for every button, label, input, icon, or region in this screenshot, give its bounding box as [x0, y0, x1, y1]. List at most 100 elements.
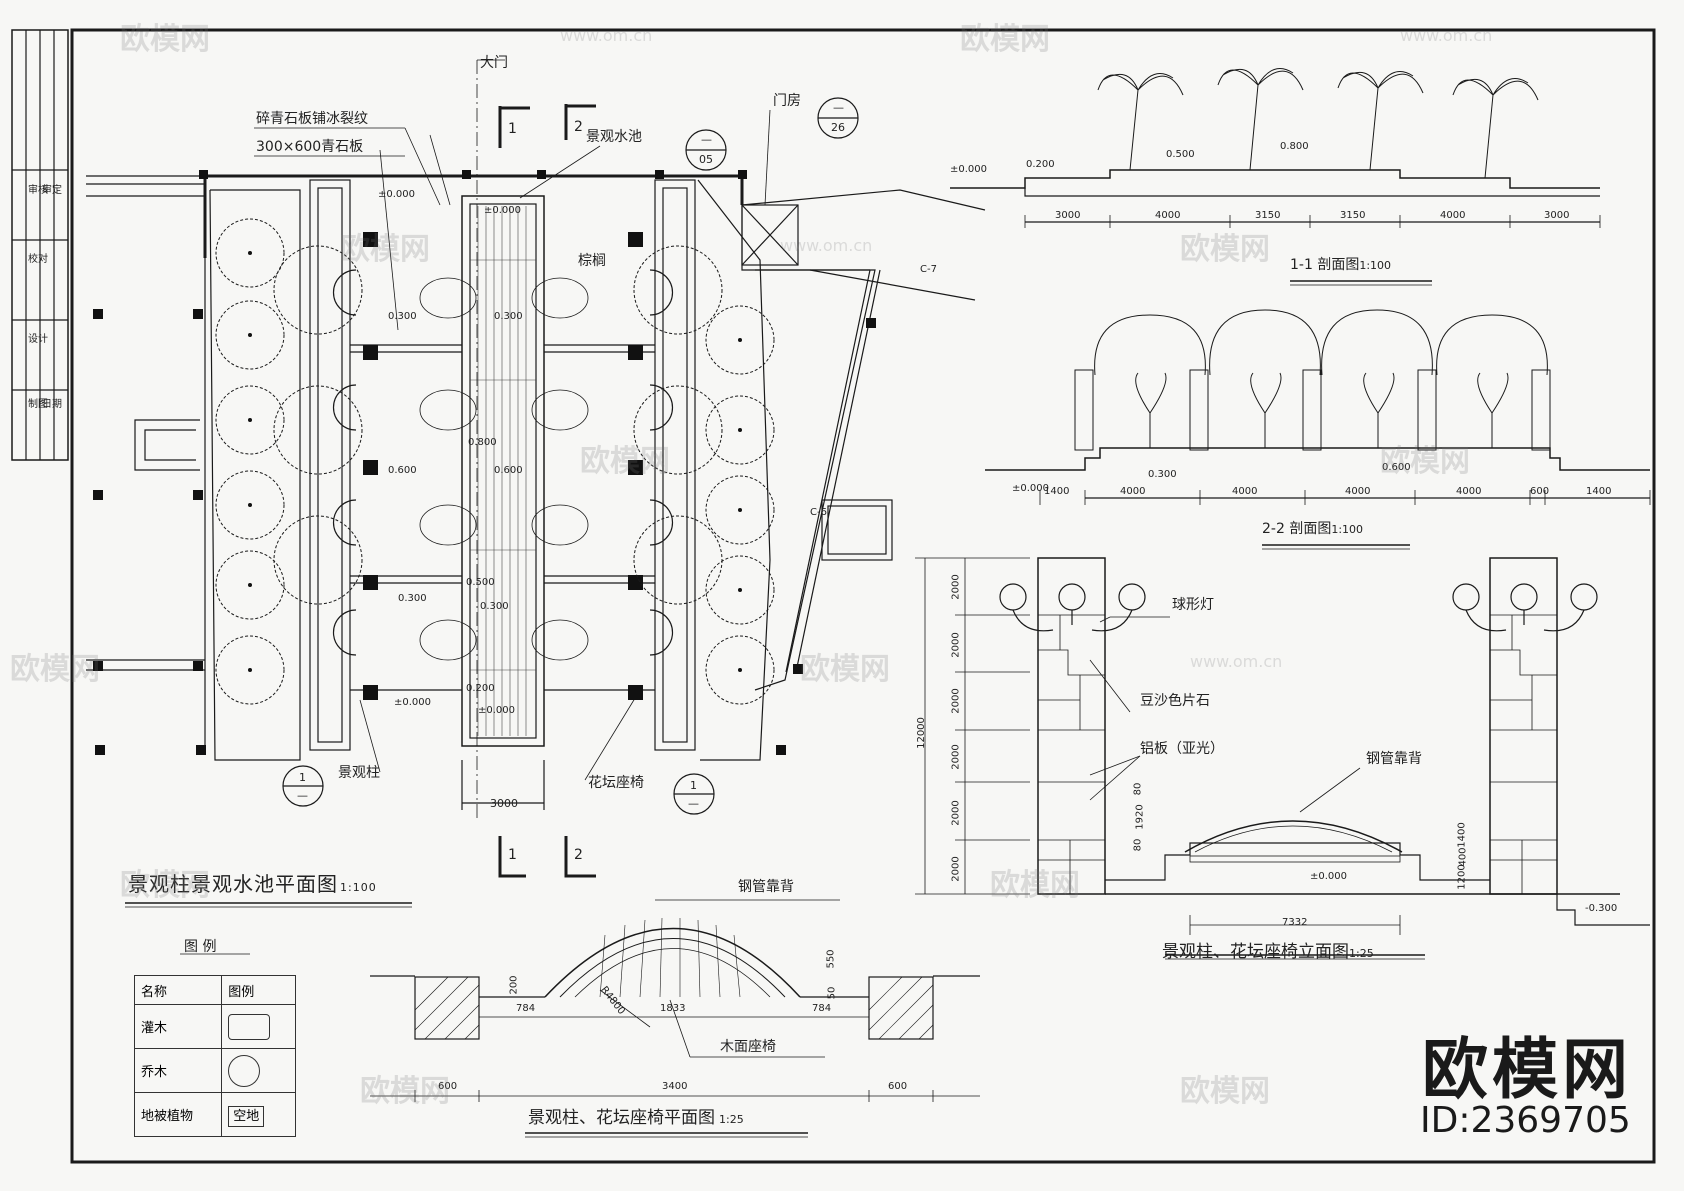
bench-plan-dim-total: 3400 [662, 1081, 688, 1092]
plan-c6-label: C-6 [810, 507, 827, 518]
plan-gatehouse-label: 门房 [773, 93, 801, 109]
plan-level: 0.300 [388, 311, 417, 322]
watermark-logo: 欧模网 [10, 652, 100, 687]
plan-level: 0.800 [468, 437, 497, 448]
right-column [1489, 557, 1558, 895]
plan-pool-label: 景观水池 [586, 129, 642, 145]
watermark-logo: 欧模网 [120, 22, 210, 57]
title-block-cell: 制图 [28, 399, 48, 410]
elevation-stone-label: 豆沙色片石 [1140, 693, 1210, 709]
bench-plan-dim-side: 600 [438, 1081, 458, 1092]
watermark-url: www.om.cn [780, 236, 873, 255]
watermark-logo: 欧模网 [1180, 1074, 1270, 1109]
legend-ground-cover: 空地 [221, 1092, 296, 1137]
elevation-dim-v: 2000 [950, 800, 962, 826]
callout-1-bottom: — [297, 789, 308, 802]
title-block-cell: 设计 [28, 334, 48, 345]
title-block-strip [11, 29, 69, 461]
watermark-logo: 欧模网 [120, 868, 210, 903]
section-2-2-dim: 600 [1530, 486, 1550, 497]
callout-1: 1 [690, 779, 697, 792]
plan-section-marker-1: 1 [508, 847, 517, 863]
section-2-2-dim: 1400 [1044, 486, 1070, 497]
section-2-2-dim: 4000 [1456, 486, 1482, 497]
section-2-2-level: ±0.000 [1012, 483, 1050, 494]
section-1-1-level: 0.500 [1166, 149, 1195, 160]
bench-plan-seat-label: 木面座椅 [720, 1039, 776, 1055]
callout-1-bottom: — [688, 797, 699, 810]
bench-plan-dim-h: 550 [825, 949, 837, 969]
brand-id: ID:2369705 [1420, 1100, 1631, 1141]
title-block-cell: 日期 [42, 399, 62, 410]
section-1-1 [950, 68, 1601, 286]
section-1-1-dim: 3000 [1544, 210, 1570, 221]
legend-row-name: 地被植物 [133, 1092, 223, 1137]
callout-top: — [833, 101, 844, 114]
section-1-1-level: 0.200 [1026, 159, 1055, 170]
section-1-1-dim: 4000 [1440, 210, 1466, 221]
pool-outline [461, 195, 545, 747]
section-2-2-dim: 4000 [1120, 486, 1146, 497]
elevation-lamp-label: 球形灯 [1172, 597, 1214, 613]
plan-level: 0.300 [480, 601, 509, 612]
section-1-1-level: ±0.000 [950, 164, 988, 175]
elevation-level-0: ±0.000 [1310, 871, 1348, 882]
bench-plan-dim: 1833 [660, 1003, 686, 1014]
legend-shrub-icon [221, 1004, 296, 1049]
legend-header-icon: 图例 [221, 975, 296, 1005]
plan-paving-label-2: 300×600青石板 [256, 139, 364, 155]
plan-pillar-label: 景观柱 [338, 765, 380, 781]
bench-plan-backrest-label: 钢管靠背 [738, 879, 794, 895]
plan-dim-width: 3000 [490, 797, 518, 810]
elevation-dim-width: 7332 [1282, 917, 1308, 928]
plan-level: 0.300 [398, 593, 427, 604]
brand-logo: 欧模网 [1422, 1031, 1632, 1108]
plan-level: ±0.000 [478, 705, 516, 716]
legend-header-name: 名称 [133, 975, 223, 1005]
plan-section-marker-2: 2 [574, 847, 583, 863]
watermark-url: www.om.cn [1400, 26, 1493, 45]
plan-level: 0.500 [466, 577, 495, 588]
bench-plan-view [370, 899, 980, 1138]
callout-26: 26 [831, 121, 845, 134]
watermark-logo: 欧模网 [800, 652, 890, 687]
elevation-dim-v: 2000 [950, 632, 962, 658]
section-1-1-dim: 4000 [1155, 210, 1181, 221]
legend-row-name: 灌木 [133, 1004, 223, 1049]
elevation-dim-v: 2000 [950, 688, 962, 714]
elevation-dim-v2: 80 [1132, 782, 1144, 796]
elevation-dim-v2: 400 [1457, 847, 1469, 867]
watermark-logo: 欧模网 [1380, 444, 1470, 479]
watermark-logo: 欧模网 [960, 22, 1050, 57]
watermark-url: www.om.cn [560, 26, 653, 45]
callout-top: — [701, 133, 712, 146]
watermark-url: www.om.cn [1190, 652, 1283, 671]
plan-level: 0.300 [494, 311, 523, 322]
watermark-logo: 欧模网 [1180, 232, 1270, 267]
left-column [1037, 557, 1106, 895]
section-2-2-title: 2-2 剖面图1:100 [1262, 521, 1364, 537]
elevation-title: 景观柱、花坛座椅立面图1:25 [1162, 942, 1374, 962]
plan-c7-label: C-7 [920, 264, 937, 275]
section-2-2-dim: 1400 [1586, 486, 1612, 497]
plan-section-marker-2: 2 [574, 119, 583, 135]
bench-plan-dim: 784 [516, 1003, 536, 1014]
elevation-alu-label: 铝板（亚光） [1140, 741, 1224, 757]
plan-trees [215, 218, 775, 705]
elevation-dim-v: 2000 [950, 744, 962, 770]
section-1-1-title: 1-1 剖面图1:100 [1290, 257, 1392, 273]
title-block-cell: 校对 [28, 254, 48, 265]
plan-palm-label: 棕榈 [578, 253, 606, 269]
elevation-dim-v2: 1920 [1134, 804, 1146, 830]
section-2-2 [985, 309, 1651, 550]
section-1-1-dim: 3150 [1340, 210, 1366, 221]
elevation-dim-total: 12000 [915, 717, 927, 749]
plan-level: 0.600 [494, 465, 523, 476]
elevation-dim-v2: 1400 [1456, 822, 1468, 848]
section-1-1-level: 0.800 [1280, 141, 1309, 152]
legend-title: 图 例 [184, 939, 217, 955]
section-2-2-level: 0.300 [1148, 469, 1177, 480]
legend-tree-icon [221, 1048, 296, 1093]
